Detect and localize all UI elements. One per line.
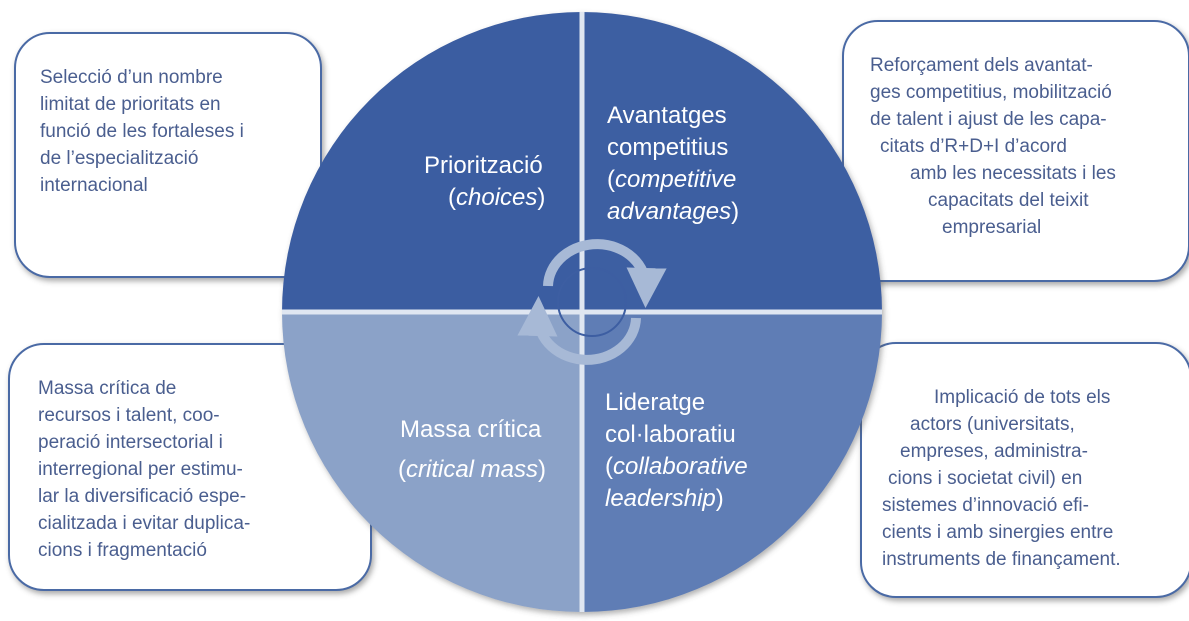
box-text-line: sistemes d’innovació efi- bbox=[882, 495, 1089, 516]
quadrant-label-critical-mass: Massa crítica (critical mass) bbox=[398, 410, 546, 490]
box-text-line: recursos i talent, coo- bbox=[38, 405, 220, 426]
box-text-line: Selecció d’un nombre bbox=[40, 67, 223, 88]
description-box-competitive-advantages: Reforçament dels avantat- ges competitiu… bbox=[842, 20, 1189, 282]
quadrant-subtitle: leadership) bbox=[605, 485, 724, 512]
description-box-prioritization: Selecció d’un nombre limitat de priorita… bbox=[14, 32, 322, 278]
quadrant-subtitle: (critical mass) bbox=[398, 456, 547, 483]
box-text-line: empreses, administra- bbox=[900, 441, 1088, 462]
box-text-line: actors (universitats, bbox=[910, 414, 1075, 435]
quadrant-label-prioritization: Priorització (choices) bbox=[424, 150, 545, 214]
quadrant-title: competitius bbox=[607, 134, 729, 161]
quadrant-top-left bbox=[282, 12, 582, 312]
box-text-line: empresarial bbox=[942, 217, 1042, 238]
box-text-line: citats d’R+D+I d’acord bbox=[880, 136, 1067, 157]
quadrant-bottom-left bbox=[282, 312, 582, 612]
quadrant-subtitle: (competitive bbox=[607, 166, 737, 193]
quadrant-title: Lideratge bbox=[605, 389, 706, 416]
box-text-line: cients i amb sinergies entre bbox=[882, 522, 1114, 543]
box-text-line: ges competitius, mobilització bbox=[870, 82, 1112, 103]
box-text-line: interregional per estimu- bbox=[38, 459, 243, 480]
quadrant-bottom-right bbox=[582, 312, 882, 612]
box-text-line: limitat de prioritats en bbox=[40, 94, 221, 115]
box-text-line: instruments de finançament. bbox=[882, 549, 1121, 570]
description-box-collaborative-leadership: Implicació de tots els actors (universit… bbox=[860, 342, 1189, 598]
quadrant-subtitle: (collaborative bbox=[605, 453, 748, 480]
box-text-line: de l’especialització bbox=[40, 148, 199, 169]
box-text-line: cions i societat civil) en bbox=[888, 468, 1083, 489]
quadrant-subtitle: (choices) bbox=[448, 184, 546, 211]
quadrant-top-right bbox=[582, 12, 882, 312]
box-text-line: peració intersectorial i bbox=[38, 432, 223, 453]
box-text-line: Massa crítica de bbox=[38, 378, 177, 399]
quadrant-title: col·laboratiu bbox=[605, 421, 736, 448]
quadrant-title: Priorització bbox=[424, 152, 543, 179]
quadrant-label-collaborative-leadership: Lideratge col·laboratiu (collaborative l… bbox=[605, 387, 748, 515]
box-text-line: funció de les fortaleses i bbox=[40, 121, 244, 142]
quadrant-label-competitive-advantages: Avantatges competitius (competitive adva… bbox=[607, 100, 739, 228]
box-text-line: amb les necessitats i les bbox=[910, 163, 1116, 184]
box-text-line: cions i fragmentació bbox=[38, 540, 207, 561]
box-text-line: de talent i ajust de les capa- bbox=[870, 109, 1107, 130]
box-text-line: internacional bbox=[40, 175, 148, 196]
cycle-arrows-icon bbox=[517, 239, 667, 365]
quadrant-title: Avantatges bbox=[607, 102, 727, 129]
box-text-line: capacitats del teixit bbox=[928, 190, 1089, 211]
box-text-line: cialitzada i evitar duplica- bbox=[38, 513, 251, 534]
quadrant-title: Massa crítica bbox=[400, 416, 542, 443]
quadrant-subtitle: advantages) bbox=[607, 198, 740, 225]
box-text-line: lar la diversificació espe- bbox=[38, 486, 247, 507]
box-text-line: Implicació de tots els bbox=[934, 387, 1111, 408]
box-text-line: Reforçament dels avantat- bbox=[870, 55, 1093, 76]
